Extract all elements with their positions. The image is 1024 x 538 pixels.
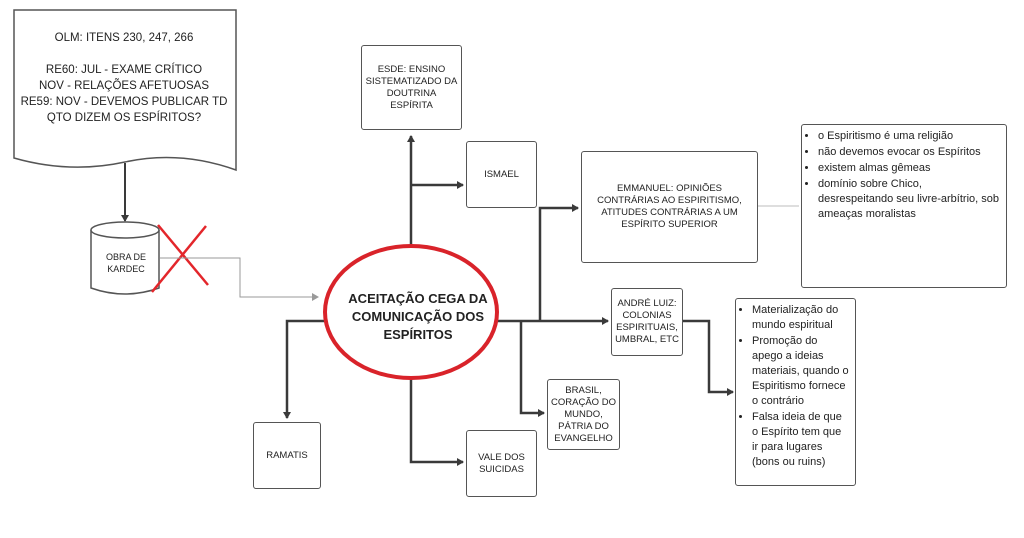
document-text: OLM: ITENS 230, 247, 266 RE60: JUL - EXA… [14,30,234,126]
center-to-ramatis-line [283,319,326,419]
emmanuel-notes: o Espiritismo é uma religião não devemos… [801,124,1007,288]
emmanuel-note-item: existem almas gêmeas [818,161,1000,176]
emmanuel-note-item: não devemos evocar os Espíritos [818,145,1000,160]
doc-line-5: QTO DIZEM OS ESPÍRITOS? [46,112,202,124]
center-label: ACEITAÇÃO CEGA DA COMUNICAÇÃO DOS ESPÍRI… [348,291,488,342]
andre-to-notes-line [680,319,734,396]
node-andre-luiz: ANDRÉ LUIZ: COLONIAS ESPIRITUAIS, UMBRAL… [611,288,683,356]
doc-line-4: RE59: NOV - DEVEMOS PUBLICAR TD [20,96,228,108]
andre-note-item: Falsa ideia de que o Espírito tem que ir… [752,410,849,470]
doc-line-1: OLM: ITENS 230, 247, 266 [54,32,194,44]
andre-luiz-notes: Materialização do mundo espiritual Promo… [735,298,856,486]
node-emmanuel: EMMANUEL: OPINIÕES CONTRÁRIAS AO ESPIRIT… [581,151,758,263]
andre-note-item: Promoção do apego a ideias materiais, qu… [752,334,849,409]
emmanuel-note-item: domínio sobre Chico, desrespeitando seu … [818,177,1000,222]
doc-line-3: NOV - RELAÇÕES AFETUOSAS [39,80,209,92]
db-to-center-line [160,257,319,301]
node-ramatis: RAMATIS [253,422,321,489]
node-esde: ESDE: ENSINO SISTEMATIZADO DA DOUTRINA E… [361,45,462,130]
node-ismael: ISMAEL [466,141,537,208]
doc-line-2: RE60: JUL - EXAME CRÍTICO [45,64,203,76]
database-label: OBRA DE KARDEC [105,252,146,274]
database-cylinder [90,221,160,295]
center-to-vale-line [409,378,464,466]
trunk-to-emmanuel-line [538,204,579,321]
node-brasil: BRASIL, CORAÇÃO DO MUNDO, PÁTRIA DO EVAN… [547,379,620,450]
red-cross-icon [151,224,209,293]
node-vale-dos-suicidas: VALE DOS SUICIDAS [466,430,537,497]
trunk-to-brasil-line [519,321,545,417]
andre-note-item: Materialização do mundo espiritual [752,303,849,333]
center-ellipse [323,244,499,380]
document-shape [13,9,237,172]
emmanuel-note-item: o Espiritismo é uma religião [818,129,1000,144]
